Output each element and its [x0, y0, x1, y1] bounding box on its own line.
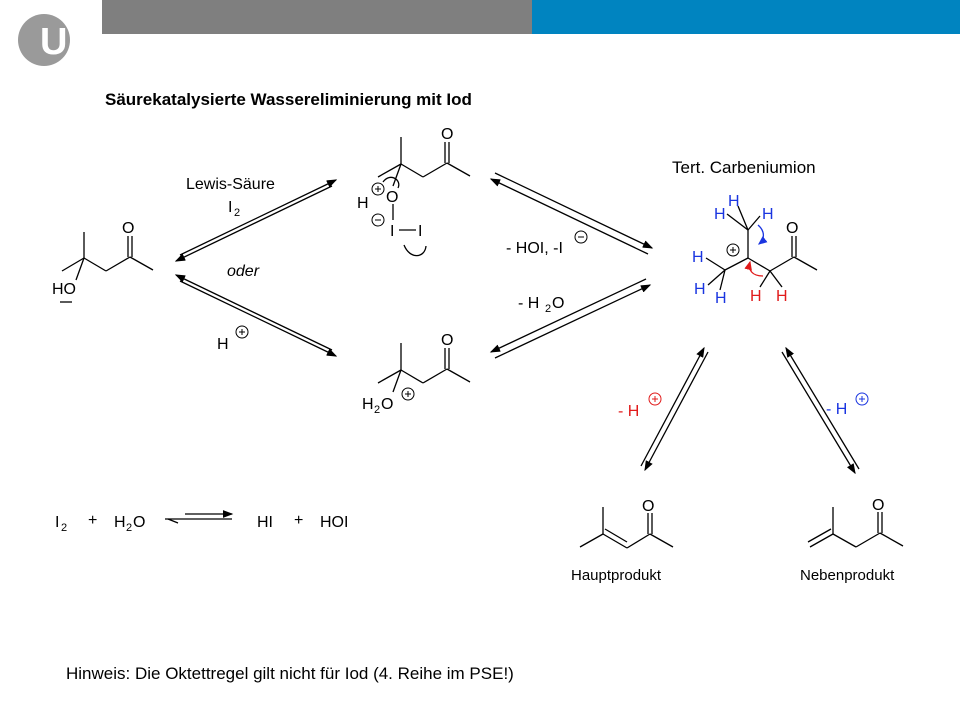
h-blue-6: H: [715, 290, 727, 307]
h-red-1: H: [750, 288, 762, 305]
h-blue-1: H: [728, 193, 740, 210]
main-product-carbonyl-o: O: [642, 498, 654, 515]
h-blue-2: H: [714, 206, 726, 223]
h-blue-4: H: [692, 249, 704, 266]
side-product-carbonyl-o: O: [872, 497, 884, 514]
main-product-label: Hauptprodukt: [571, 567, 662, 584]
start-ho-label: HO: [52, 281, 76, 298]
minus-h-right-label: - H: [826, 401, 847, 418]
iodine-water-equilibrium: I 2 + H 2 O HI + HOI: [55, 512, 348, 534]
reaction-arrows: [165, 172, 860, 524]
water-elimination-sub: 2: [545, 303, 551, 315]
eq-hi: HI: [257, 514, 273, 531]
water-elimination-post: O: [552, 295, 564, 312]
eq-h2o-sub: 2: [126, 522, 132, 534]
eq-h2o-h: H: [114, 514, 126, 531]
i2-label: I: [228, 199, 232, 216]
carbenium-carbonyl-o: O: [786, 220, 798, 237]
charge-circles: [235, 182, 869, 406]
university-logo: UR: [18, 14, 95, 66]
complex-h-label: H: [357, 195, 369, 212]
oder-label: oder: [227, 263, 260, 280]
complex-i2-label: I: [418, 223, 422, 240]
lewis-acid-label: Lewis-Säure: [186, 176, 275, 193]
header-blue-bar: [532, 0, 960, 34]
iodine-complex-molecule: [377, 137, 471, 257]
side-product-label: Nebenprodukt: [800, 567, 895, 584]
hint-note: Hinweis: Die Oktettregel gilt nicht für …: [66, 664, 514, 683]
eq-plus-2: +: [294, 512, 303, 529]
h-blue-3: H: [762, 206, 774, 223]
eq-plus-1: +: [88, 512, 97, 529]
start-carbonyl-o: O: [122, 220, 134, 237]
oxonium-sub: 2: [374, 404, 380, 416]
eq-h2o-o: O: [133, 514, 145, 531]
carbenium-molecule: [705, 205, 818, 291]
eq-i2-sub: 2: [61, 522, 67, 534]
carbenium-label: Tert. Carbeniumion: [672, 158, 816, 177]
complex-carbonyl-o: O: [441, 126, 453, 143]
oxonium-carbonyl-o: O: [441, 332, 453, 349]
eq-hoi: HOI: [320, 514, 348, 531]
h-blue-5: H: [694, 281, 706, 298]
oxonium-molecule: [377, 343, 471, 393]
side-product-molecule: [807, 507, 904, 548]
minus-h-left-label: - H: [618, 403, 639, 420]
start-molecule: [60, 232, 154, 303]
complex-o-label: O: [386, 189, 398, 206]
water-elimination-pre: - H: [518, 295, 539, 312]
svg-text:UR: UR: [40, 21, 95, 63]
hoi-elimination-label: - HOI, -I: [506, 240, 563, 257]
complex-i1-label: I: [390, 223, 394, 240]
oxonium-h: H: [362, 396, 374, 413]
page-title: Säurekatalysierte Wassereliminierung mit…: [105, 90, 472, 109]
i2-sub: 2: [234, 207, 240, 219]
oxonium-o: O: [381, 396, 393, 413]
h-red-2: H: [776, 288, 788, 305]
main-product-molecule: [579, 507, 674, 549]
eq-i2: I: [55, 514, 59, 531]
h-plus-label: H: [217, 336, 229, 353]
header-gray-bar: [102, 0, 532, 34]
